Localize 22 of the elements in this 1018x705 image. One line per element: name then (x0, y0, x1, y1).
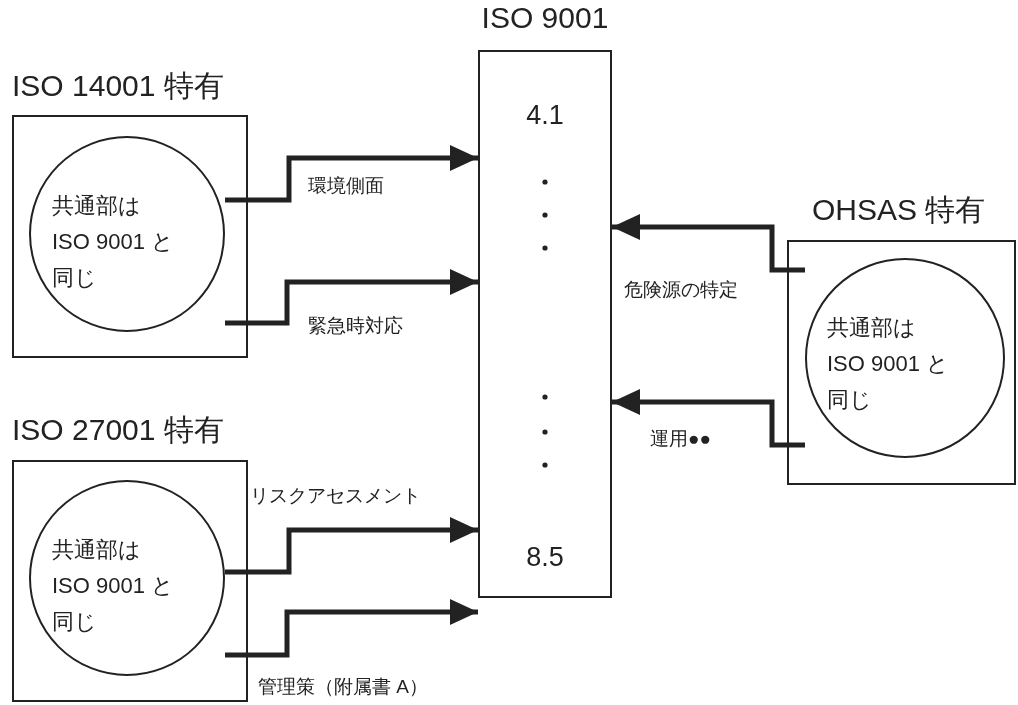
box-heading: ISO 9001 (480, 0, 610, 36)
box-heading: OHSAS 特有 (812, 192, 986, 228)
edge-label: 運用●● (650, 427, 711, 451)
circle-text: 共通部は ISO 9001 と同じ (52, 536, 176, 636)
clause-number: 8.5 (525, 542, 565, 573)
box-heading: ISO 27001 特有 (12, 412, 224, 448)
edge-label: 緊急時対応 (308, 314, 403, 338)
circle (29, 480, 225, 676)
circle-text: 共通部は ISO 9001 と同じ (827, 314, 951, 414)
arrow (225, 517, 478, 575)
edge-label: 環境側面 (308, 174, 384, 198)
arrow (225, 599, 478, 658)
circle-text: 共通部は ISO 9001 と同じ (52, 192, 176, 292)
arrow (225, 269, 478, 326)
arrow (225, 145, 478, 203)
circle (805, 258, 1005, 458)
box-heading: ISO 14001 特有 (12, 68, 224, 104)
arrow (612, 389, 805, 448)
edge-label: 危険源の特定 (624, 278, 738, 302)
circle (29, 136, 225, 332)
arrow (612, 214, 805, 273)
clause-number: 4.1 (525, 100, 565, 131)
